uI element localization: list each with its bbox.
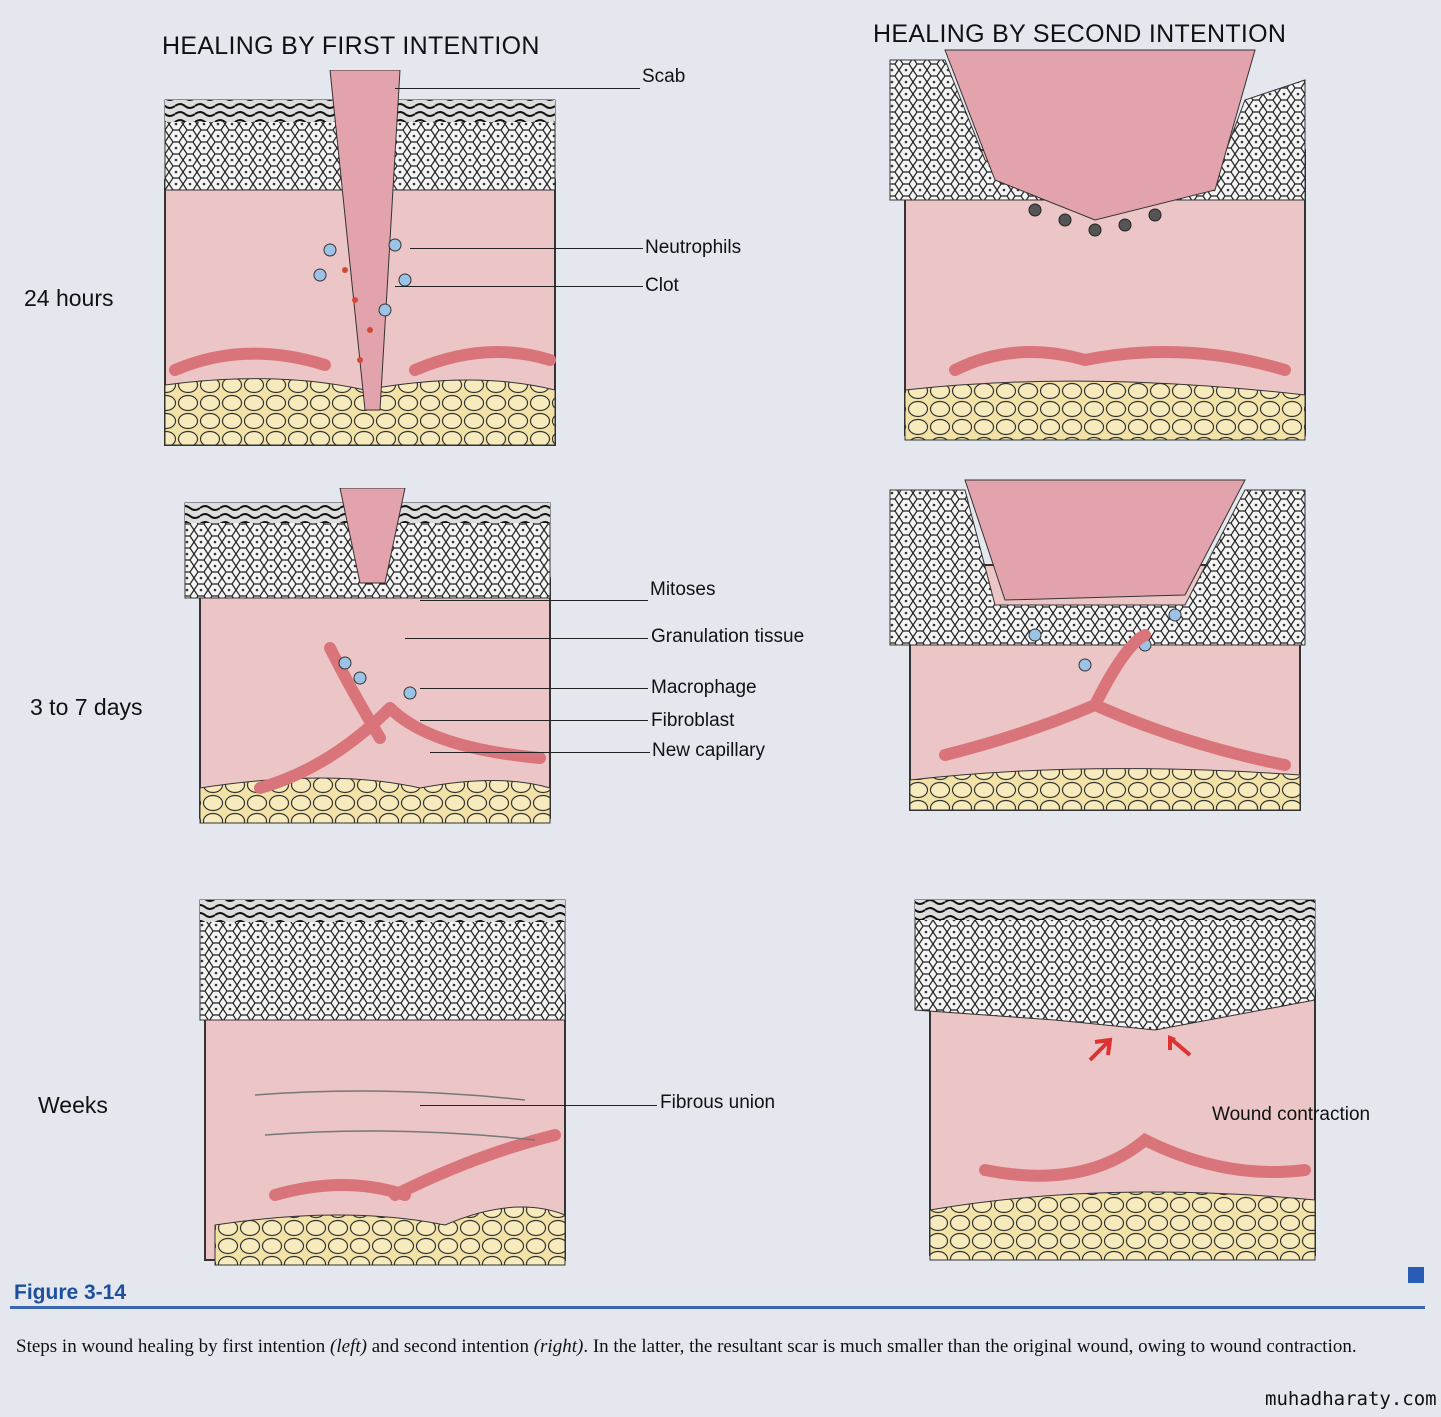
leader-line <box>405 638 648 639</box>
leader-line <box>430 752 650 753</box>
caption-text: (left) <box>330 1336 367 1357</box>
label-neutrophils: Neutrophils <box>645 237 742 258</box>
arrow-icon <box>1168 1035 1192 1057</box>
second-intention-weeks-diagram <box>914 899 1316 1261</box>
second-intention-3-7-days-diagram <box>889 479 1306 811</box>
label-wound-contraction: Wound contraction <box>1212 1104 1371 1125</box>
caption-text: and second intention <box>366 1336 534 1357</box>
first-intention-weeks-diagram <box>199 899 566 1266</box>
section-marker-icon <box>1408 1267 1424 1283</box>
stage-weeks: Weeks <box>38 1092 108 1118</box>
stage-24-hours: 24 hours <box>24 285 114 311</box>
label-new-capillary: New capillary <box>652 740 765 761</box>
label-fibrous-union: Fibrous union <box>660 1092 776 1113</box>
label-fibroblast: Fibroblast <box>651 710 735 731</box>
leader-line <box>410 248 643 249</box>
first-intention-24h-diagram <box>164 70 556 446</box>
leader-line <box>420 720 648 721</box>
label-mitoses: Mitoses <box>650 579 716 600</box>
caption-text: Steps in wound healing by first intentio… <box>16 1336 331 1357</box>
caption-text: (right) <box>533 1336 584 1357</box>
heading-first-intention: HEALING BY FIRST INTENTION <box>162 32 540 60</box>
stage-3-to-7-days: 3 to 7 days <box>30 694 143 720</box>
second-intention-24h-diagram <box>889 49 1306 441</box>
watermark: muhadharaty.com <box>1265 1388 1437 1410</box>
caption-rule <box>10 1306 1425 1309</box>
leader-line <box>395 88 640 89</box>
arrow-icon <box>1088 1037 1113 1062</box>
figure-caption: Steps in wound healing by first intentio… <box>16 1333 1426 1361</box>
leader-line <box>395 286 643 287</box>
label-clot: Clot <box>645 275 679 296</box>
label-macrophage: Macrophage <box>651 677 757 698</box>
label-granulation-tissue: Granulation tissue <box>651 626 805 647</box>
first-intention-3-7-days-diagram <box>184 488 551 824</box>
heading-second-intention: HEALING BY SECOND INTENTION <box>873 20 1287 48</box>
leader-line <box>420 1105 657 1106</box>
caption-text: . In the latter, the resultant scar is m… <box>583 1336 1357 1357</box>
figure-number: Figure 3-14 <box>14 1281 127 1304</box>
label-scab: Scab <box>642 66 686 87</box>
leader-line <box>420 688 648 689</box>
leader-line <box>420 600 648 601</box>
